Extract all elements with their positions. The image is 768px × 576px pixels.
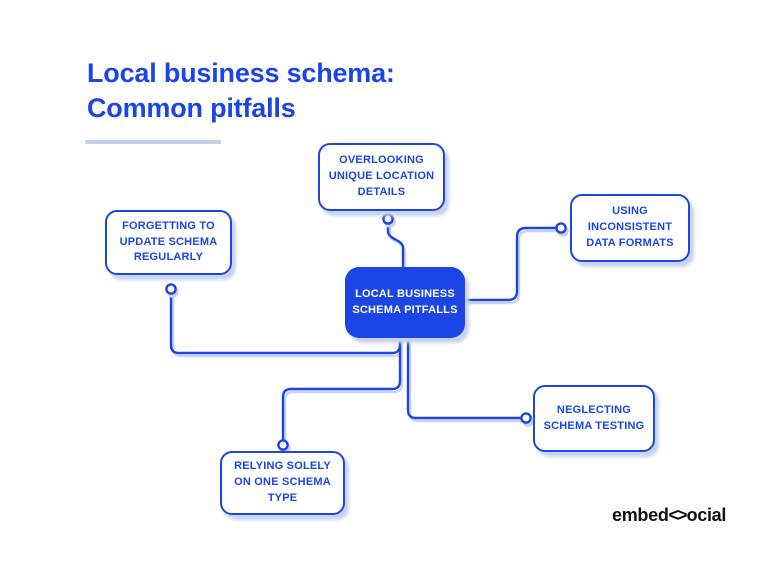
title-divider bbox=[85, 140, 221, 144]
logo-prefix: embed bbox=[612, 505, 669, 525]
node-using-inconsistent-data-formats: USING INCONSISTENT DATA FORMATS bbox=[570, 194, 690, 262]
node-neglecting-schema-testing: NEGLECTING SCHEMA TESTING bbox=[533, 385, 655, 452]
node-forgetting-to-update-schema: FORGETTING TO UPDATE SCHEMA REGULARLY bbox=[105, 210, 232, 275]
connector-overlooking bbox=[386, 224, 405, 267]
embedsocial-logo: embed<>ocial bbox=[612, 505, 726, 526]
node-label: OVERLOOKING UNIQUE LOCATION DETAILS bbox=[328, 154, 435, 198]
endpoint-circle-forgetting bbox=[165, 283, 177, 295]
node-label: FORGETTING TO UPDATE SCHEMA REGULARLY bbox=[119, 219, 218, 264]
node-overlooking-unique-location-details: OVERLOOKING UNIQUE LOCATION DETAILS bbox=[318, 143, 445, 211]
endpoint-circle-relying bbox=[277, 439, 289, 451]
node-central-label: LOCAL BUSINESS SCHEMA PITFALLS bbox=[352, 287, 458, 316]
node-label: USING INCONSISTENT DATA FORMATS bbox=[586, 205, 674, 249]
endpoint-circle-neglecting bbox=[520, 412, 532, 424]
endpoint-circle-using bbox=[555, 222, 567, 234]
logo-s-glyph-icon: <> bbox=[668, 505, 688, 525]
node-relying-solely-on-one-schema-type: RELYING SOLELY ON ONE SCHEMA TYPE bbox=[220, 451, 345, 515]
logo-suffix: ocial bbox=[686, 505, 727, 525]
page-title: Local business schema: Common pitfalls bbox=[87, 58, 395, 124]
connector-relying bbox=[281, 338, 402, 440]
node-label: RELYING SOLELY ON ONE SCHEMA TYPE bbox=[234, 460, 331, 504]
node-label: NEGLECTING SCHEMA TESTING bbox=[543, 403, 645, 432]
endpoint-circle-overlooking bbox=[382, 213, 394, 225]
connector-neglecting bbox=[406, 338, 521, 420]
node-central-schema-pitfalls: LOCAL BUSINESS SCHEMA PITFALLS bbox=[345, 267, 465, 338]
connector-using bbox=[465, 226, 556, 302]
